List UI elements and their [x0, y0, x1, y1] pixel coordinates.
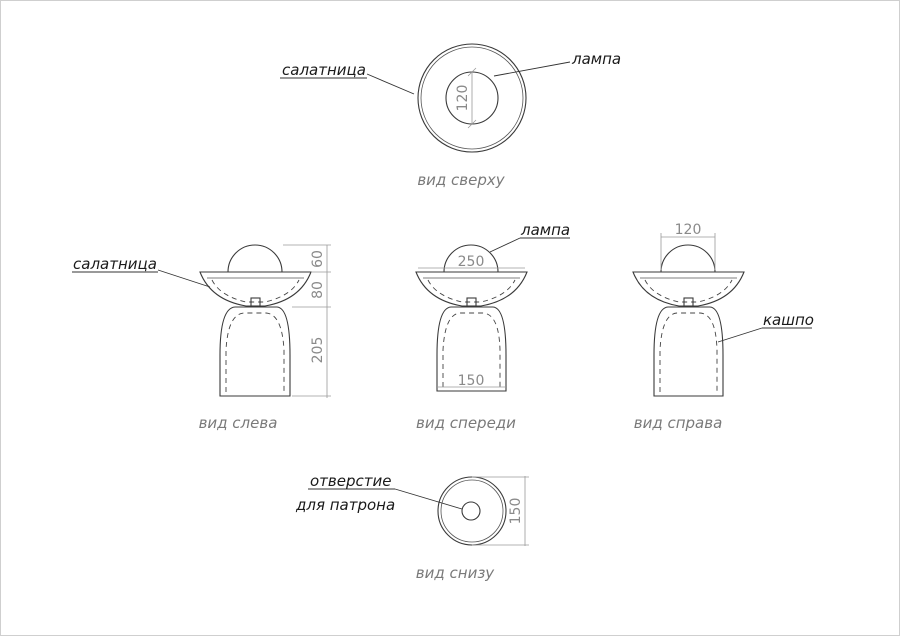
right-view: 120 кашпо вид справа: [632, 222, 814, 432]
leader-bowl-left: [157, 269, 211, 288]
caption-bottom-view: вид снизу: [416, 564, 496, 582]
bowl: [199, 271, 312, 307]
socket: [250, 297, 261, 307]
label-bowl-left: салатница: [73, 255, 157, 273]
bowl-rim-outer: [417, 43, 527, 153]
dim-left-bowl: 80: [310, 281, 326, 299]
socket: [466, 297, 477, 307]
dim-top-lamp: 120: [455, 85, 471, 112]
bottom-view: 150 отверстие для патрона вид снизу: [295, 472, 529, 582]
pot-hidden: [659, 312, 718, 392]
pot-hidden: [225, 312, 285, 392]
bowl: [632, 271, 745, 307]
bowl-rim-inner: [420, 46, 524, 150]
leader-hole: [394, 488, 463, 510]
front-view: 250 150 лампа вид спереди: [415, 221, 570, 432]
pot-hidden: [442, 312, 501, 387]
socket-hole: [461, 501, 481, 521]
bowl-hidden: [211, 279, 300, 303]
lamp-sphere: [443, 244, 499, 273]
bowl-hidden: [427, 279, 516, 303]
label-hole-line2: для патрона: [295, 496, 395, 514]
label-hole-line1: отверстие: [310, 472, 391, 490]
top-view: 120 салатница лампа вид сверху: [280, 43, 621, 189]
label-lamp-top: лампа: [571, 50, 621, 68]
dim-left-pot: 205: [310, 337, 326, 364]
dim-left-lamp: 60: [310, 250, 326, 268]
left-view: 60 80 205 салатница вид слева: [72, 244, 331, 432]
dim-front-bowl: 250: [458, 254, 485, 270]
bowl-hidden: [644, 279, 733, 303]
leader-pot-right: [717, 327, 763, 343]
pot-base-inner: [440, 479, 504, 543]
leader-lamp-front: [489, 237, 521, 253]
bowl: [415, 271, 528, 307]
label-pot-right: кашпо: [763, 311, 814, 329]
pot: [436, 306, 507, 392]
socket: [683, 297, 694, 307]
dim-front-pot: 150: [458, 373, 485, 389]
caption-right-view: вид справа: [634, 414, 723, 432]
caption-left-view: вид слева: [199, 414, 278, 432]
label-lamp-front: лампа: [520, 221, 570, 239]
lamp-sphere: [660, 244, 716, 273]
pot-base-outer: [437, 476, 507, 546]
dim-bottom-pot: 150: [508, 498, 524, 525]
dim-right-lamp: 120: [675, 222, 702, 238]
pot: [219, 306, 291, 397]
label-bowl-top: салатница: [282, 61, 366, 79]
pot: [653, 306, 724, 397]
leader-bowl-top: [366, 73, 415, 95]
dim-tick-top: [467, 67, 477, 77]
leader-lamp-top: [493, 61, 571, 77]
dim-tick-bottom: [467, 119, 477, 129]
caption-top-view: вид сверху: [417, 171, 505, 189]
lamp-sphere: [227, 244, 283, 273]
caption-front-view: вид спереди: [416, 414, 516, 432]
